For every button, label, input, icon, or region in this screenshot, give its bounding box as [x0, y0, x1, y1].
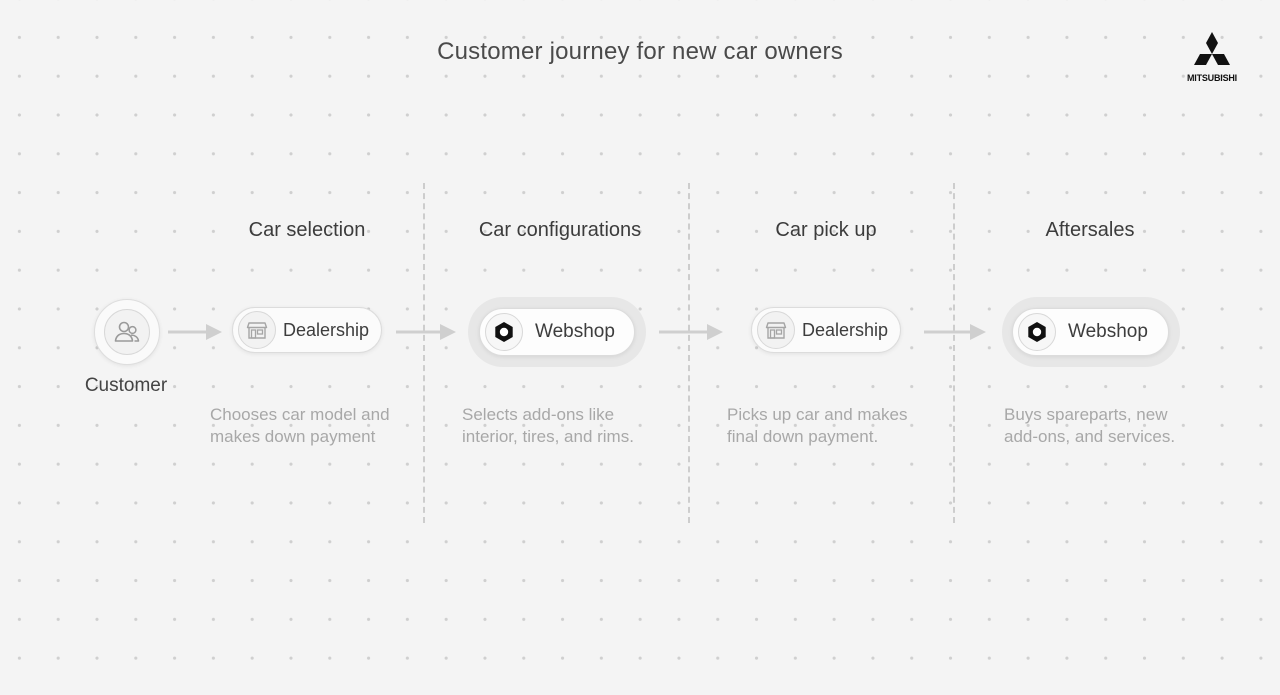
- flow-arrow: [168, 324, 222, 340]
- stage-title-car-pick-up: Car pick up: [775, 219, 877, 241]
- hexagon-icon: [1018, 313, 1056, 351]
- description-line: Chooses car model and: [210, 405, 390, 424]
- stage-title-aftersales: Aftersales: [1045, 219, 1135, 241]
- description-line: Picks up car and makes: [727, 405, 908, 424]
- stage-description: Chooses car model and makes down payment: [210, 404, 390, 448]
- stage-title-car-configurations: Car configurations: [478, 219, 642, 241]
- channel-label: Webshop: [535, 321, 615, 342]
- customer-label: Customer: [84, 375, 168, 396]
- dealership-channel-node[interactable]: Dealership: [751, 307, 901, 353]
- stage-description: Buys spareparts, new add-ons, and servic…: [1004, 404, 1175, 448]
- description-line: Buys spareparts, new: [1004, 405, 1168, 424]
- channel-label: Webshop: [1068, 321, 1148, 342]
- description-line: interior, tires, and rims.: [462, 427, 634, 446]
- stage-divider: [423, 183, 425, 523]
- description-line: Selects add-ons like: [462, 405, 615, 424]
- description-line: add-ons, and services.: [1004, 427, 1176, 446]
- store-icon: [238, 311, 276, 349]
- channel-label: Dealership: [283, 319, 370, 340]
- store-icon: [757, 311, 795, 349]
- stage-title-car-selection: Car selection: [248, 219, 366, 241]
- stage-divider: [953, 183, 955, 523]
- description-line: makes down payment: [210, 427, 376, 446]
- mitsubishi-logo: MITSUBISHI: [1186, 32, 1238, 88]
- users-icon: [114, 321, 140, 342]
- logo-text: MITSUBISHI: [1186, 73, 1237, 83]
- flow-arrow: [396, 324, 456, 340]
- flow-arrow: [924, 324, 986, 340]
- three-diamonds-logo-icon: [1194, 32, 1230, 65]
- hexagon-icon: [485, 313, 523, 351]
- dealership-channel-node[interactable]: Dealership: [232, 307, 382, 353]
- customer-node[interactable]: [94, 299, 160, 365]
- page-title: Customer journey for new car owners: [437, 38, 843, 65]
- webshop-channel-node[interactable]: Webshop: [1012, 308, 1169, 356]
- stage-description: Picks up car and makes final down paymen…: [727, 404, 907, 448]
- webshop-channel-node[interactable]: Webshop: [479, 308, 635, 356]
- flow-arrow: [659, 324, 723, 340]
- description-line: final down payment.: [727, 427, 879, 446]
- stage-description: Selects add-ons like interior, tires, an…: [462, 404, 634, 448]
- channel-label: Dealership: [802, 319, 889, 340]
- stage-divider: [688, 183, 690, 523]
